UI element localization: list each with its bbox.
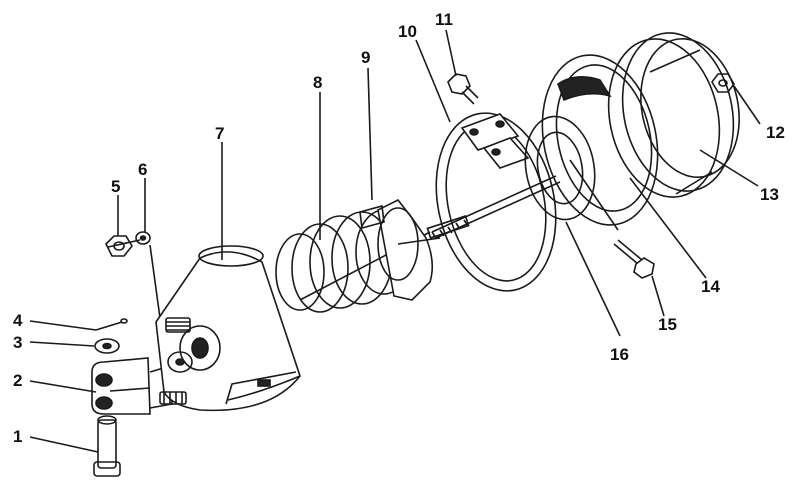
callout-9: 9 — [361, 48, 371, 67]
callout-5: 5 — [111, 177, 121, 196]
callout-2: 2 — [13, 371, 23, 390]
callout-3: 3 — [13, 333, 23, 352]
callout-6: 6 — [138, 160, 148, 179]
part-13-drum-cover — [607, 32, 740, 198]
callout-14: 14 — [701, 277, 720, 296]
through-rod — [431, 175, 561, 239]
part-10-retaining-ring — [435, 112, 557, 292]
callout-10: 10 — [398, 22, 417, 41]
part-2-clevis-yoke — [91, 357, 173, 415]
callout-4: 4 — [13, 311, 23, 330]
callout-7: 7 — [215, 124, 225, 143]
part-14-cover-ring — [541, 54, 659, 226]
part-11-nipple — [447, 73, 479, 105]
part-7-conical-housing — [155, 245, 301, 412]
callout-15: 15 — [658, 315, 677, 334]
callout-8: 8 — [313, 73, 323, 92]
part-12-nut — [711, 73, 735, 93]
callout-16: 16 — [610, 345, 629, 364]
part-16-diaphragm-plate — [524, 115, 596, 221]
callout-1: 1 — [13, 427, 23, 446]
part-1-clevis-pin — [93, 415, 121, 477]
callout-13: 13 — [760, 185, 779, 204]
callout-11: 11 — [435, 10, 453, 29]
part-6-washer — [135, 231, 151, 245]
part-4-split-pin — [95, 318, 128, 331]
part-3-washer — [94, 338, 120, 354]
part-15-bolt — [613, 239, 655, 279]
callout-12: 12 — [766, 123, 785, 142]
